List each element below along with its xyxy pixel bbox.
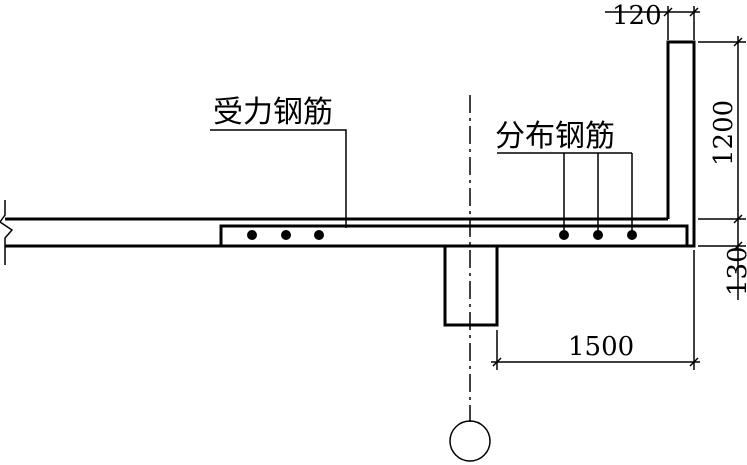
- dim-label-1500: 1500: [568, 332, 634, 362]
- dim-tick: [733, 37, 743, 47]
- dim-tick: [733, 241, 743, 251]
- dim-tick: [733, 214, 743, 224]
- main-rebar-label: 受力钢筋: [213, 95, 333, 130]
- axis-circle: [449, 420, 491, 462]
- rebar-dot: [247, 230, 257, 240]
- rebar-outline: [219, 224, 689, 248]
- main-rebar-leader: [210, 129, 347, 228]
- dim-label-120: 120: [612, 1, 662, 31]
- beam-outline: [221, 244, 499, 327]
- rebar-dot: [281, 230, 291, 240]
- dim-tick: [663, 7, 673, 17]
- dim-tick: [689, 7, 699, 17]
- dim-label-1200: 1200: [709, 100, 739, 166]
- dim-label-130: 130: [723, 246, 747, 296]
- break-line: [0, 200, 14, 265]
- dim-tick: [492, 357, 502, 367]
- distribution-rebar-label: 分布钢筋: [495, 119, 615, 154]
- rebar-dot: [314, 230, 324, 240]
- dim-tick: [689, 357, 699, 367]
